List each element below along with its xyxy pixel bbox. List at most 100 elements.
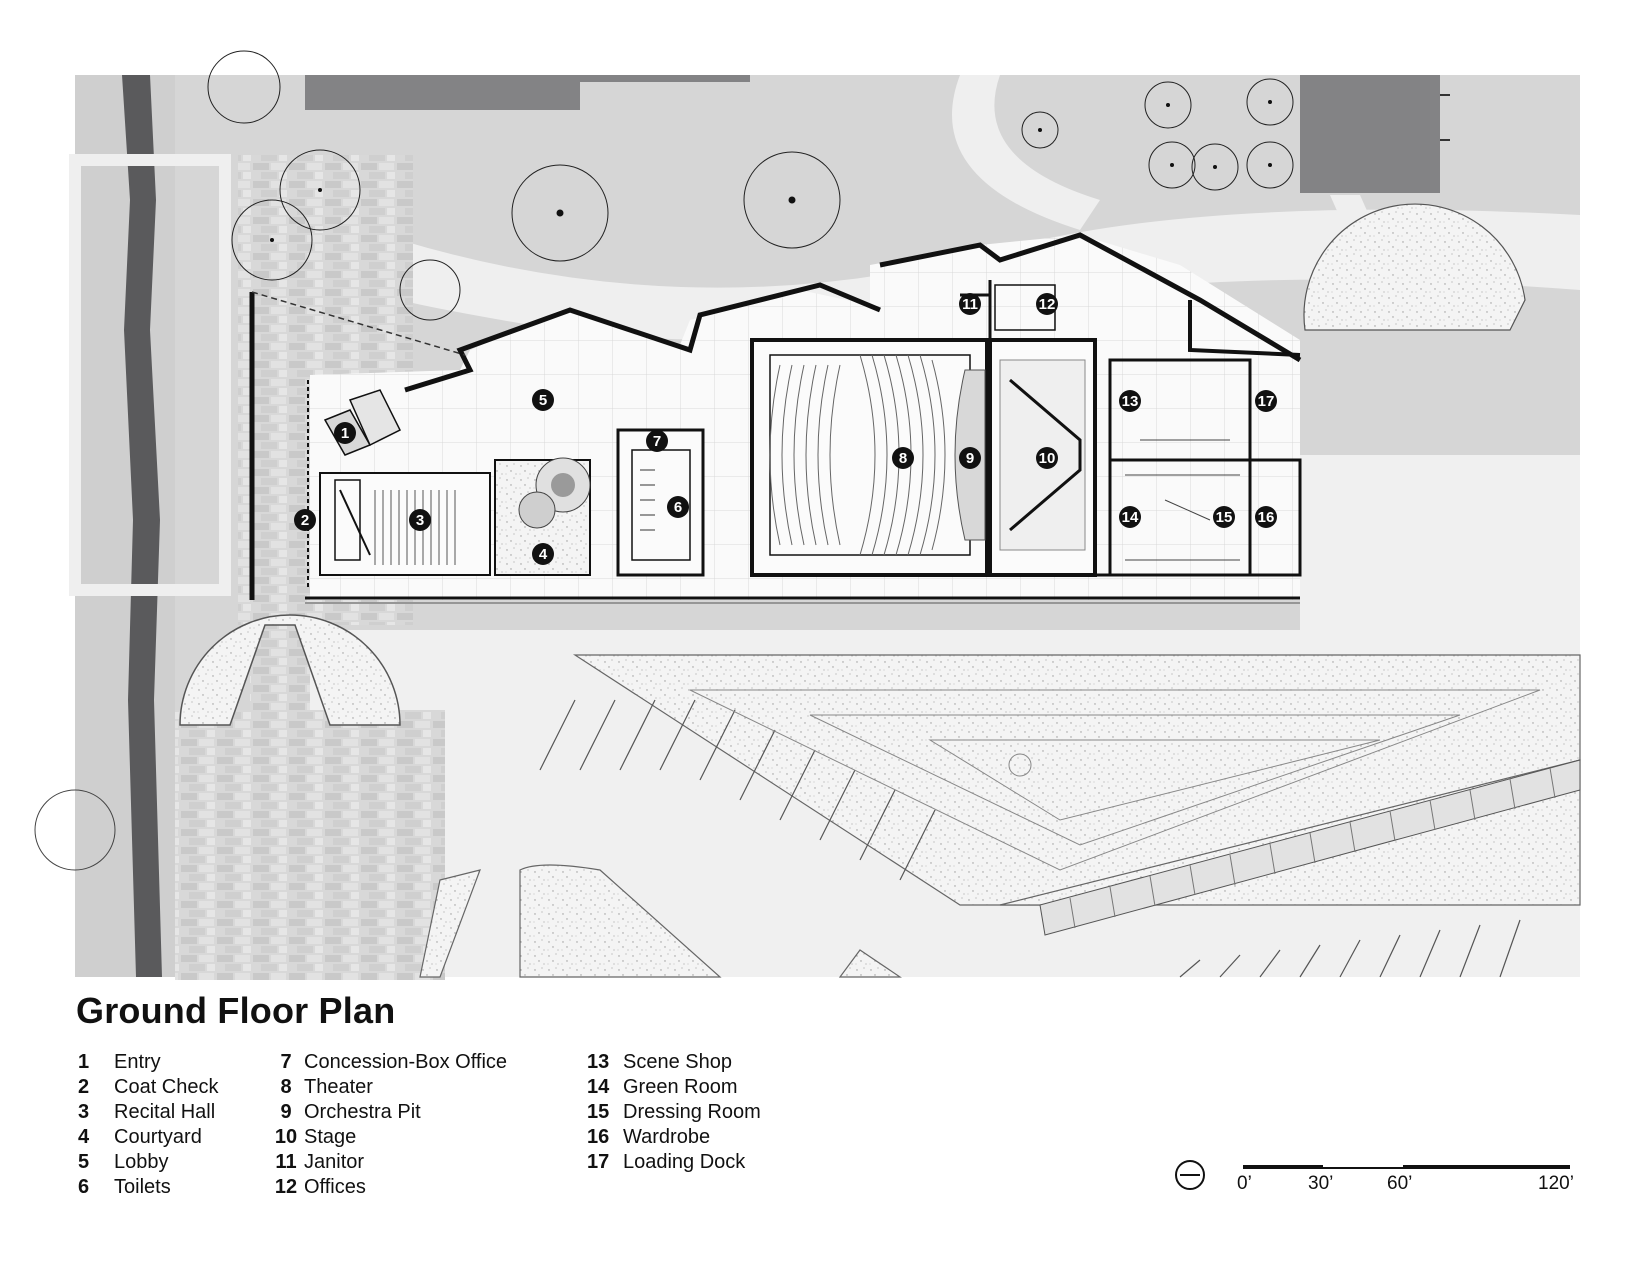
badge-circle xyxy=(667,496,689,518)
legend-number: 6 xyxy=(78,1176,90,1198)
parking-row-right xyxy=(1039,759,1581,936)
badge-circle xyxy=(409,509,431,531)
legend-number: 2 xyxy=(78,1076,90,1098)
room-badge-17: 17 xyxy=(1255,390,1277,412)
legend-number: 3 xyxy=(78,1101,90,1123)
room-badge-12: 12 xyxy=(1036,293,1058,315)
legend-label: Toilets xyxy=(114,1176,171,1198)
badge-number: 4 xyxy=(539,546,548,563)
room-badge-7: 7 xyxy=(646,430,668,452)
legend-number: 10 xyxy=(274,1126,298,1148)
legend-number: 5 xyxy=(78,1151,90,1173)
legend-label: Offices xyxy=(304,1176,366,1198)
legend-number: 9 xyxy=(280,1101,292,1123)
legend-number: 13 xyxy=(587,1051,610,1073)
lawn-island xyxy=(1303,203,1526,331)
legend-label: Orchestra Pit xyxy=(304,1101,421,1123)
legend-item: 9 Orchestra Pit xyxy=(268,1101,507,1126)
legend-number: 12 xyxy=(274,1176,298,1198)
badge-circle xyxy=(1119,506,1141,528)
badge-circle xyxy=(959,293,981,315)
legend-label: Loading Dock xyxy=(623,1151,746,1173)
plaza-circle xyxy=(179,614,401,726)
room-badge-13: 13 xyxy=(1119,390,1141,412)
plan-title: Ground Floor Plan xyxy=(76,990,396,1031)
legend-label: Scene Shop xyxy=(623,1051,732,1073)
badge-circle xyxy=(892,447,914,469)
legend-label: Lobby xyxy=(114,1151,169,1173)
badge-circle xyxy=(1255,390,1277,412)
legend-label: Courtyard xyxy=(114,1126,202,1148)
room-badge-14: 14 xyxy=(1119,506,1141,528)
badge-circle xyxy=(334,422,356,444)
legend-label: Wardrobe xyxy=(623,1126,711,1148)
badge-circle xyxy=(532,543,554,565)
legend-number: 14 xyxy=(587,1076,610,1098)
legend-number: 8 xyxy=(280,1076,292,1098)
badge-circle xyxy=(1036,293,1058,315)
badge-number: 8 xyxy=(899,450,907,467)
badge-number: 3 xyxy=(416,512,424,529)
legend-number: 17 xyxy=(587,1151,610,1173)
room-badge-3: 3 xyxy=(409,509,431,531)
room-badge-9: 9 xyxy=(959,447,981,469)
toilets-room xyxy=(616,428,705,577)
legend-label: Recital Hall xyxy=(114,1101,216,1123)
trees xyxy=(207,50,1294,321)
legend-label: Coat Check xyxy=(114,1076,219,1098)
badge-number: 12 xyxy=(1039,296,1056,313)
parking-stalls xyxy=(539,699,1521,978)
room-badge-1: 1 xyxy=(334,422,356,444)
scale-label: 60’ xyxy=(1387,1173,1413,1194)
legend-number: 1 xyxy=(78,1051,90,1073)
legend-label: Janitor xyxy=(304,1151,365,1173)
scale-label: 30’ xyxy=(1308,1173,1334,1194)
badge-number: 17 xyxy=(1258,393,1275,410)
neighbor-building xyxy=(305,75,1440,193)
legend-item: 12 Offices xyxy=(268,1176,507,1201)
room-badge-5: 5 xyxy=(532,389,554,411)
badge-number: 11 xyxy=(962,296,978,313)
legend-item: 17 Loading Dock xyxy=(587,1151,761,1176)
badge-number: 13 xyxy=(1122,393,1139,410)
badge-circle xyxy=(646,430,668,452)
scale-label: 120’ xyxy=(1538,1173,1574,1194)
legend-label: Theater xyxy=(304,1076,373,1098)
legend-item: 2 Coat Check xyxy=(78,1076,219,1101)
room-badge-15: 15 xyxy=(1213,506,1235,528)
legend-item: 11 Janitor xyxy=(268,1151,507,1176)
scale-label: 0’ xyxy=(1237,1173,1252,1194)
badge-circle xyxy=(1213,506,1235,528)
badge-number: 7 xyxy=(653,433,661,450)
legend-item: 5 Lobby xyxy=(78,1151,219,1176)
legend-item: 13 Scene Shop xyxy=(587,1051,761,1076)
legend-item: 14 Green Room xyxy=(587,1076,761,1101)
badge-circle xyxy=(1119,390,1141,412)
legend-item: 3 Recital Hall xyxy=(78,1101,219,1126)
badge-circle xyxy=(532,389,554,411)
room-badge-8: 8 xyxy=(892,447,914,469)
room-badge-10: 10 xyxy=(1036,447,1058,469)
room-badge-6: 6 xyxy=(667,496,689,518)
badge-circle xyxy=(1036,447,1058,469)
legend-label: Green Room xyxy=(623,1076,738,1098)
scale-bar xyxy=(1243,1165,1570,1169)
stage-room xyxy=(988,338,1097,577)
legend-number: 11 xyxy=(275,1151,297,1173)
legend-label: Dressing Room xyxy=(623,1101,761,1123)
badge-number: 14 xyxy=(1122,509,1139,526)
room-badge-16: 16 xyxy=(1255,506,1277,528)
legend-item: 6 Toilets xyxy=(78,1176,219,1201)
legend-number: 16 xyxy=(587,1126,610,1148)
room-badge-4: 4 xyxy=(532,543,554,565)
north-arrow-icon xyxy=(1175,1160,1205,1190)
